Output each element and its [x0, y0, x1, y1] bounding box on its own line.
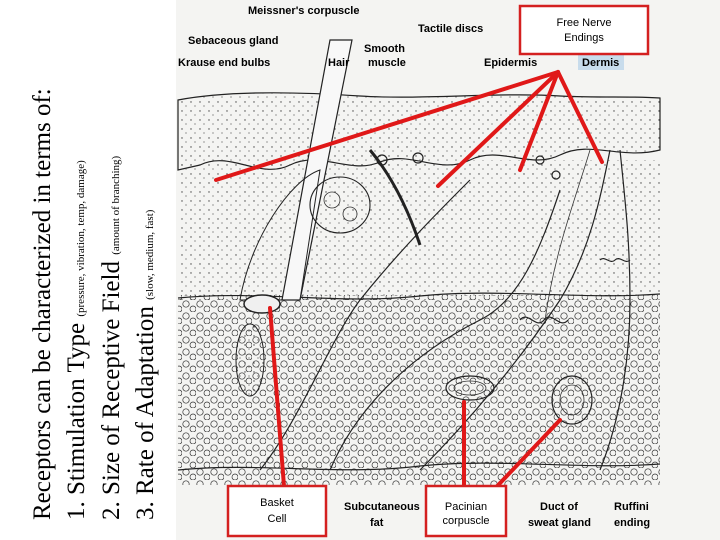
label-subcutaneous-fat: Subcutaneous fat [344, 501, 423, 529]
label-subcutaneous-line-1: Subcutaneous [344, 501, 420, 513]
tactile-disc [551, 170, 561, 180]
basket-cell-line-2: Cell [268, 513, 287, 525]
label-ruffini-ending: Ruffini ending [614, 501, 652, 529]
callout-arrow [268, 306, 286, 488]
dermis-highlight [578, 54, 624, 70]
free-nerve-endings-line-1: Free Nerve [556, 17, 611, 29]
label-epidermis: Epidermis [484, 57, 537, 69]
sweat-gland-coil [519, 316, 569, 324]
nerve-fiber [599, 149, 631, 471]
pacinian-line-1: Pacinian [445, 501, 487, 513]
callout-arrow [518, 70, 560, 172]
basket-cell-ring [243, 294, 281, 314]
label-smooth-muscle-line-1: Smooth [364, 43, 405, 55]
label-duct-sweat-gland: Duct of sweat gland [528, 501, 591, 529]
free-nerve-endings-box [518, 4, 650, 56]
pacinian-corpuscle-box [424, 484, 508, 538]
ruffini-ending [599, 257, 631, 263]
basket-cell-line-1: Basket [260, 497, 294, 509]
label-hair: Hair [328, 57, 350, 69]
free-nerve-endings-line-2: Endings [564, 32, 604, 44]
label-meissners-corpuscle: Meissner's corpuscle [248, 5, 359, 17]
meissner-corpuscle [376, 154, 388, 166]
label-smooth-muscle: Smooth muscle [364, 43, 408, 69]
tactile-disc [412, 152, 424, 164]
label-dermis: Dermis [582, 57, 619, 69]
tactile-disc [535, 155, 545, 165]
fat-bottom-boundary [177, 462, 661, 471]
label-smooth-muscle-line-2: muscle [368, 57, 406, 69]
nerve-fiber [259, 179, 471, 471]
pacinian-corpuscle [445, 375, 495, 401]
label-duct-line-2: sweat gland [528, 517, 591, 529]
hair-follicle [239, 169, 321, 301]
hair-bulb [235, 323, 265, 397]
sebaceous-gland [309, 176, 371, 234]
pacinian-corpuscle [551, 375, 593, 425]
label-duct-line-1: Duct of [540, 501, 578, 513]
dermis-layer [178, 160, 660, 300]
sweat-duct [544, 149, 591, 321]
callout-arrow [556, 70, 604, 164]
label-ruffini-line-2: ending [614, 517, 650, 529]
basket-cell-box [226, 484, 328, 538]
callout-arrow [214, 70, 560, 182]
pacinian-line-2: corpuscle [442, 515, 489, 527]
callout-arrow [436, 70, 560, 188]
label-sebaceous-gland: Sebaceous gland [188, 35, 278, 47]
label-subcutaneous-line-2: fat [370, 517, 384, 529]
label-tactile-discs: Tactile discs [418, 23, 483, 35]
nerve-fiber [329, 189, 561, 471]
label-krause-end-bulbs: Krause end bulbs [178, 57, 270, 69]
label-ruffini-line-1: Ruffini [614, 501, 649, 513]
